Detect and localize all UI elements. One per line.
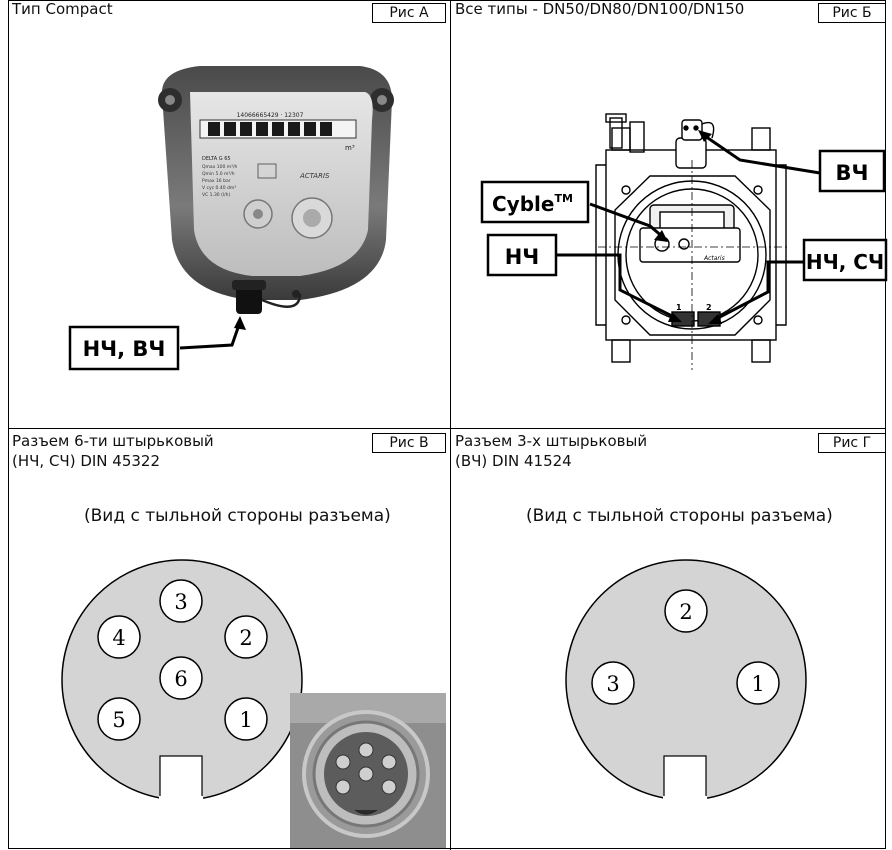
gas-meter-compact-photo: 14066665429 · 12307 m³ DELTA G 65 Qmax 1… <box>158 66 394 314</box>
panel-c-view-note: (Вид с тыльной стороны разъема) <box>84 506 391 526</box>
callout-lf-mf-label: НЧ, СЧ <box>806 250 884 274</box>
pin-3 <box>159 579 203 623</box>
panel-c-tag: Рис В <box>372 433 446 453</box>
bottom-border <box>8 848 886 849</box>
photo-serial-text: 14066665429 · 12307 <box>237 112 304 119</box>
callout-lf-hf-label: НЧ, ВЧ <box>83 337 166 361</box>
page-frame <box>8 0 886 848</box>
callout-lf-label: НЧ <box>505 245 540 269</box>
middle-divider <box>8 428 886 429</box>
panel-c-title-line2: (НЧ, СЧ) DIN 45322 <box>12 452 161 470</box>
center-divider <box>450 0 451 850</box>
pin-1-label: 1 <box>751 672 764 696</box>
panel-d-tag: Рис Г <box>818 433 886 453</box>
photo-spec-line: Pmax 16 bar <box>202 178 231 184</box>
panel-a-title: Тип Compact <box>12 0 113 18</box>
meter-connector <box>236 286 262 314</box>
pin-4 <box>97 615 141 659</box>
pin-1 <box>224 697 268 741</box>
pin-3-label: 3 <box>174 590 187 614</box>
pin-2 <box>664 589 708 633</box>
panel-d-title-line1: Разъем 3-х штырьковый <box>455 432 648 450</box>
pin-2-label: 2 <box>239 626 252 650</box>
photo-spec-line: Qmax 100 m³/h <box>202 164 237 170</box>
pin-number-1: 1 <box>676 303 682 312</box>
callout-cyble-label: CybleTM <box>492 192 573 216</box>
callout-hf-label: ВЧ <box>836 161 869 185</box>
pin-5 <box>97 697 141 741</box>
panel-b-tag: Рис Б <box>818 3 886 23</box>
pin-number-2: 2 <box>706 303 712 312</box>
photo-unit-text: m³ <box>345 144 355 152</box>
pin-6 <box>159 656 203 700</box>
panel-d-view-note: (Вид с тыльной стороны разъема) <box>526 506 833 526</box>
pin-6-label: 6 <box>174 667 187 691</box>
pin-4-label: 4 <box>112 626 125 650</box>
pin-2 <box>224 615 268 659</box>
pin-3-label: 3 <box>606 672 619 696</box>
photo-spec-line: VC 1.30 (l/h) <box>202 192 230 198</box>
top-border <box>8 0 886 1</box>
panel-a-tag: Рис А <box>372 3 446 23</box>
photo-spec-line: Qmin 5.0 m³/h <box>202 171 235 177</box>
photo-spec-line: V cyc 0.40 dm³ <box>202 185 236 191</box>
callout-lf-hf: НЧ, ВЧ <box>68 316 246 371</box>
drawing-brand: Actaris <box>703 255 725 262</box>
connector-6pin-photo <box>290 693 446 848</box>
panel-b-title: Все типы - DN50/DN80/DN100/DN150 <box>455 0 745 18</box>
panel-c-title-line1: Разъем 6-ти штырьковый <box>12 432 214 450</box>
pin-5-label: 5 <box>112 708 125 732</box>
callouts-panel-b: ВЧ CybleTM НЧ НЧ, СЧ <box>480 130 888 324</box>
pin-2-label: 2 <box>679 600 692 624</box>
pin-3 <box>591 661 635 705</box>
photo-brand-text: ACTARIS <box>299 172 330 180</box>
panel-d-title-line2: (ВЧ) DIN 41524 <box>455 452 572 470</box>
pin-1-label: 1 <box>239 708 252 732</box>
photo-model-text: DELTA G 65 <box>202 156 231 162</box>
pin-1 <box>736 661 780 705</box>
gas-meter-dn-drawing: 1 2 Actaris <box>595 113 790 370</box>
